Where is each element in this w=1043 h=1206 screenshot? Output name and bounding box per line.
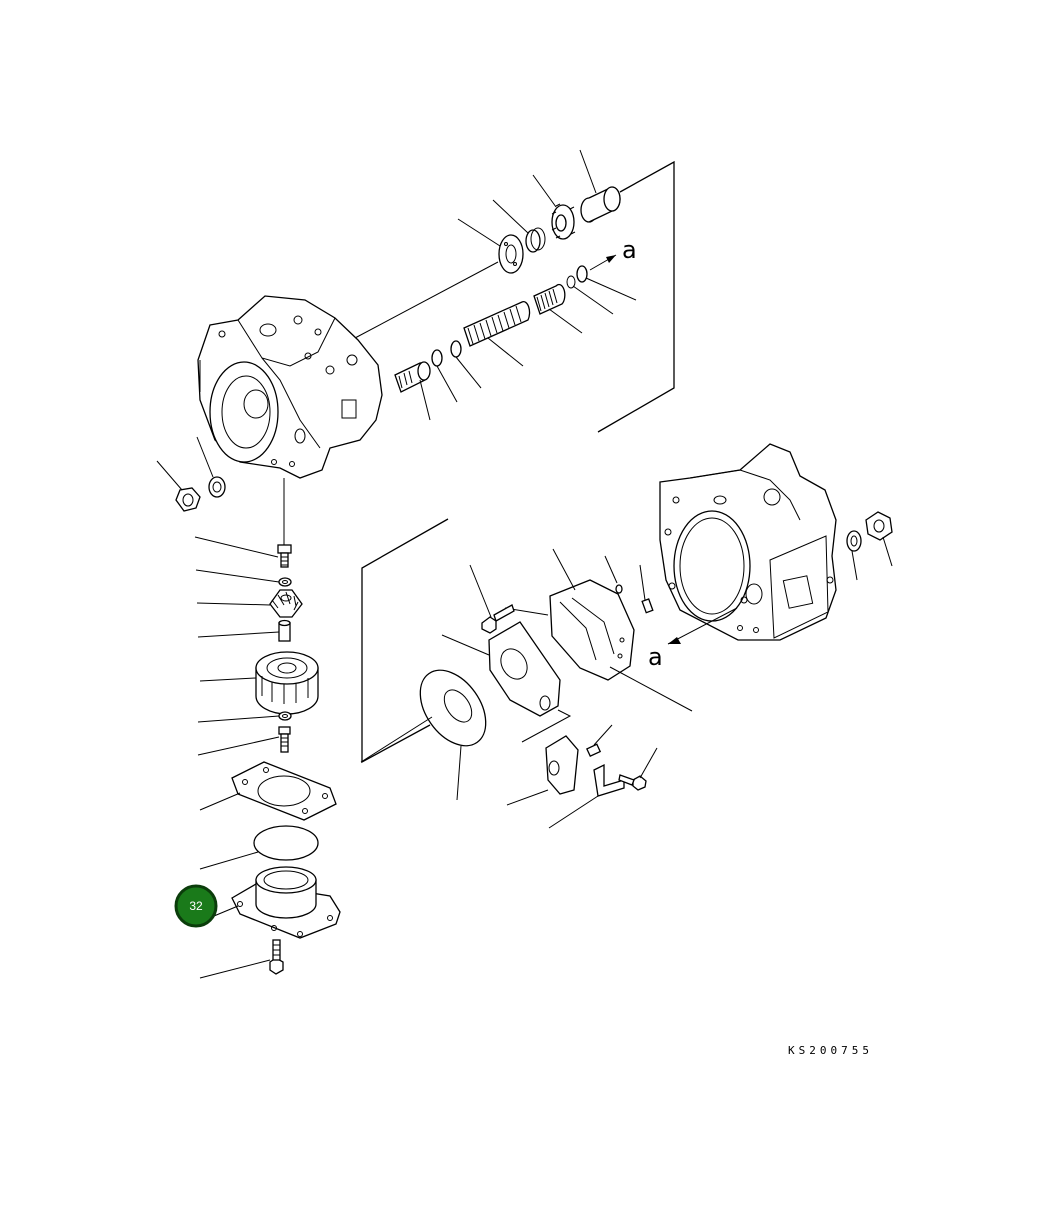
bolt-middle bbox=[197, 726, 291, 756]
gear-part bbox=[196, 589, 303, 618]
upper-bracket bbox=[354, 160, 675, 433]
plug-part bbox=[394, 361, 431, 421]
small-spring-part bbox=[533, 283, 583, 334]
screw-part bbox=[469, 564, 515, 634]
sleeve-part bbox=[579, 149, 621, 223]
washer-right bbox=[846, 530, 862, 581]
ring-part bbox=[492, 199, 546, 253]
plate-part bbox=[457, 218, 524, 274]
o-ring-top-right bbox=[566, 254, 637, 315]
gasket-part bbox=[199, 761, 337, 821]
bolt-top bbox=[194, 536, 292, 568]
swash-support-part bbox=[549, 548, 693, 712]
callout-badge-32[interactable]: 32 bbox=[174, 884, 218, 928]
cover-part bbox=[213, 866, 341, 939]
thrust-plate-part bbox=[360, 669, 487, 801]
o-ring-mid bbox=[431, 340, 482, 403]
large-spring-part bbox=[463, 300, 531, 367]
drawing-code: KS200755 bbox=[788, 1044, 873, 1057]
reference-letter-a-top: a bbox=[622, 236, 637, 264]
callout-number: 32 bbox=[189, 899, 203, 913]
lock-nut-part bbox=[532, 174, 576, 240]
washer-small-1 bbox=[195, 569, 292, 587]
bolt-bottom bbox=[199, 939, 284, 979]
screw-small-part bbox=[618, 747, 658, 791]
pin-small-parts bbox=[604, 555, 654, 614]
upper-housing bbox=[197, 295, 383, 479]
washer-left bbox=[196, 436, 226, 498]
lower-housing bbox=[659, 443, 837, 645]
washer-small-2 bbox=[197, 711, 292, 723]
cradle-part bbox=[441, 621, 561, 717]
nut-right bbox=[865, 511, 893, 567]
reference-letter-a-bottom: a bbox=[648, 643, 663, 671]
bearing-part bbox=[199, 651, 319, 715]
servo-piston-part bbox=[506, 724, 613, 806]
seal-ring-part bbox=[199, 825, 319, 870]
nut-left bbox=[156, 460, 201, 512]
bushing-part bbox=[197, 619, 291, 642]
